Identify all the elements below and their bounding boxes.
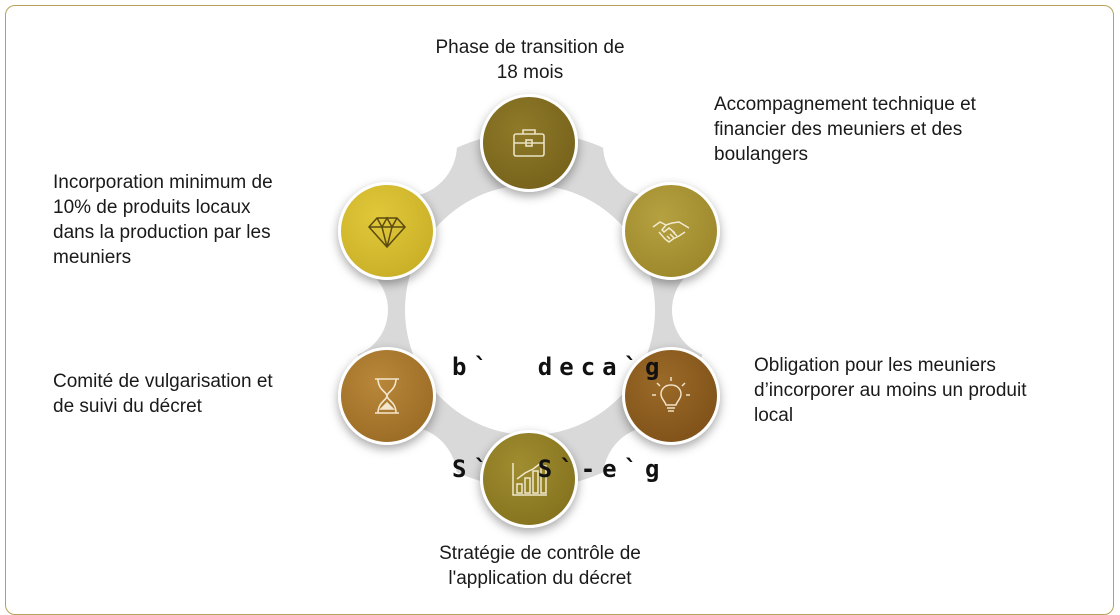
label-control-strategy: Stratégie de contrôle de l'application d… [439,543,641,589]
node-transition-phase [480,94,578,192]
node-obligation [622,347,720,445]
lightbulb-icon [652,377,690,412]
center-title-line-1: b` deca`g [452,353,667,381]
node-technical-support [622,182,720,280]
center-title-line-2: S` S`-e`g [452,455,667,483]
handshake-icon [652,221,690,243]
diamond-icon [367,216,407,249]
label-incorporation: Incorporation minimum de 10% de produits… [53,172,273,268]
label-committee: Comité de vulgarisation et de suivi du d… [53,371,273,417]
center-title: b` deca`g S` S`-e`g [452,282,712,520]
label-obligation: Obligation pour les meuniers d’incorpore… [754,355,1027,426]
node-committee [338,347,436,445]
briefcase-icon [513,129,545,157]
node-incorporation [338,182,436,280]
node-control-strategy [480,430,578,528]
hourglass-icon [375,378,399,414]
label-technical-support: Accompagnement technique et financier de… [714,94,976,165]
bar-chart-icon [512,462,547,496]
label-transition-phase: Phase de transition de 18 mois [435,37,625,83]
